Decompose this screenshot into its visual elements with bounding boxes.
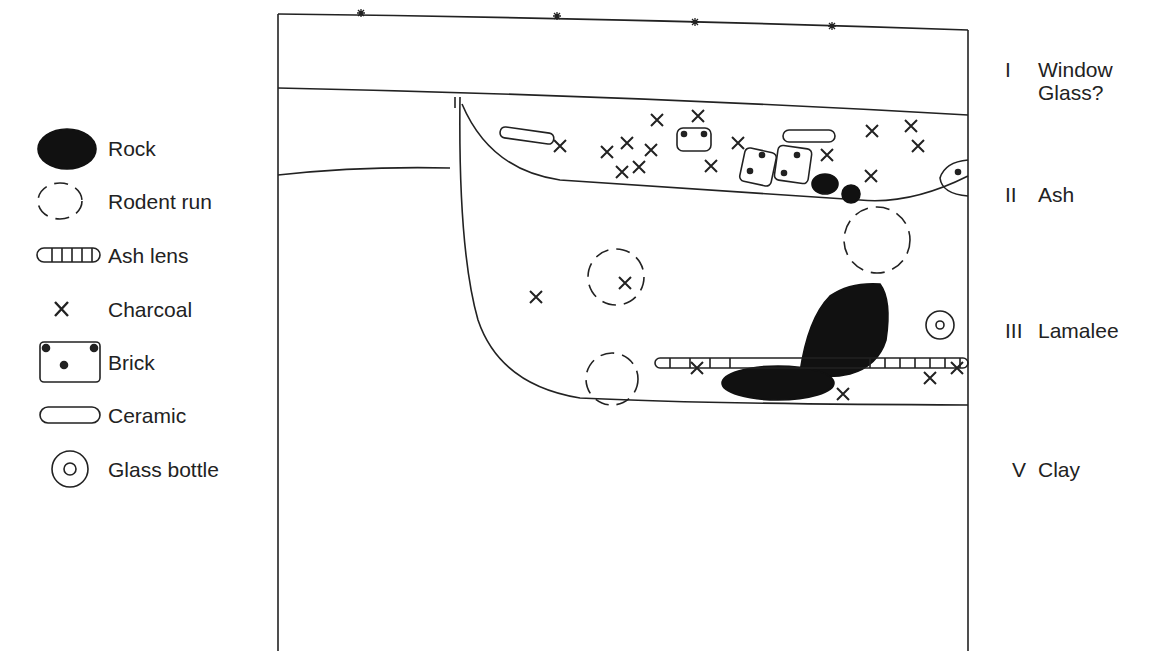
layer-label: II xyxy=(1005,183,1017,206)
charcoal-mark xyxy=(645,144,657,156)
layer-label: V xyxy=(1012,458,1026,481)
legend-text: Glass bottle xyxy=(108,458,219,481)
charcoal-mark xyxy=(837,388,849,400)
charcoal-mark xyxy=(905,120,917,132)
charcoal-mark xyxy=(554,140,566,152)
charcoal-mark xyxy=(651,114,663,126)
charcoal-mark xyxy=(691,362,703,374)
charcoal-mark xyxy=(601,146,613,158)
legend-text: Ash lens xyxy=(108,244,189,267)
legend-text: Brick xyxy=(108,351,155,374)
legend-text: Charcoal xyxy=(108,298,192,321)
legend-text: Rodent run xyxy=(108,190,212,213)
charcoal-mark xyxy=(865,170,877,182)
layer-label: III xyxy=(1005,319,1023,342)
charcoal-mark xyxy=(705,160,717,172)
layer-label: Lamalee xyxy=(1038,319,1119,342)
charcoal-mark xyxy=(951,362,963,374)
charcoal-mark xyxy=(821,149,833,161)
layer-label: Clay xyxy=(1038,458,1080,481)
layer-label: Ash xyxy=(1038,183,1074,206)
charcoal-mark xyxy=(732,137,744,149)
charcoal-mark xyxy=(633,161,645,173)
charcoal-mark xyxy=(621,137,633,149)
layer-label: Window Glass? xyxy=(1038,58,1148,104)
layer-label: I xyxy=(1005,58,1011,81)
charcoal-mark xyxy=(866,125,878,137)
legend-text: Ceramic xyxy=(108,404,186,427)
charcoal-mark xyxy=(692,110,704,122)
charcoal-mark xyxy=(530,291,542,303)
charcoal-mark xyxy=(924,372,936,384)
charcoal-mark xyxy=(619,277,631,289)
charcoal-mark xyxy=(912,140,924,152)
legend-text: Rock xyxy=(108,137,156,160)
charcoal-mark xyxy=(616,166,628,178)
